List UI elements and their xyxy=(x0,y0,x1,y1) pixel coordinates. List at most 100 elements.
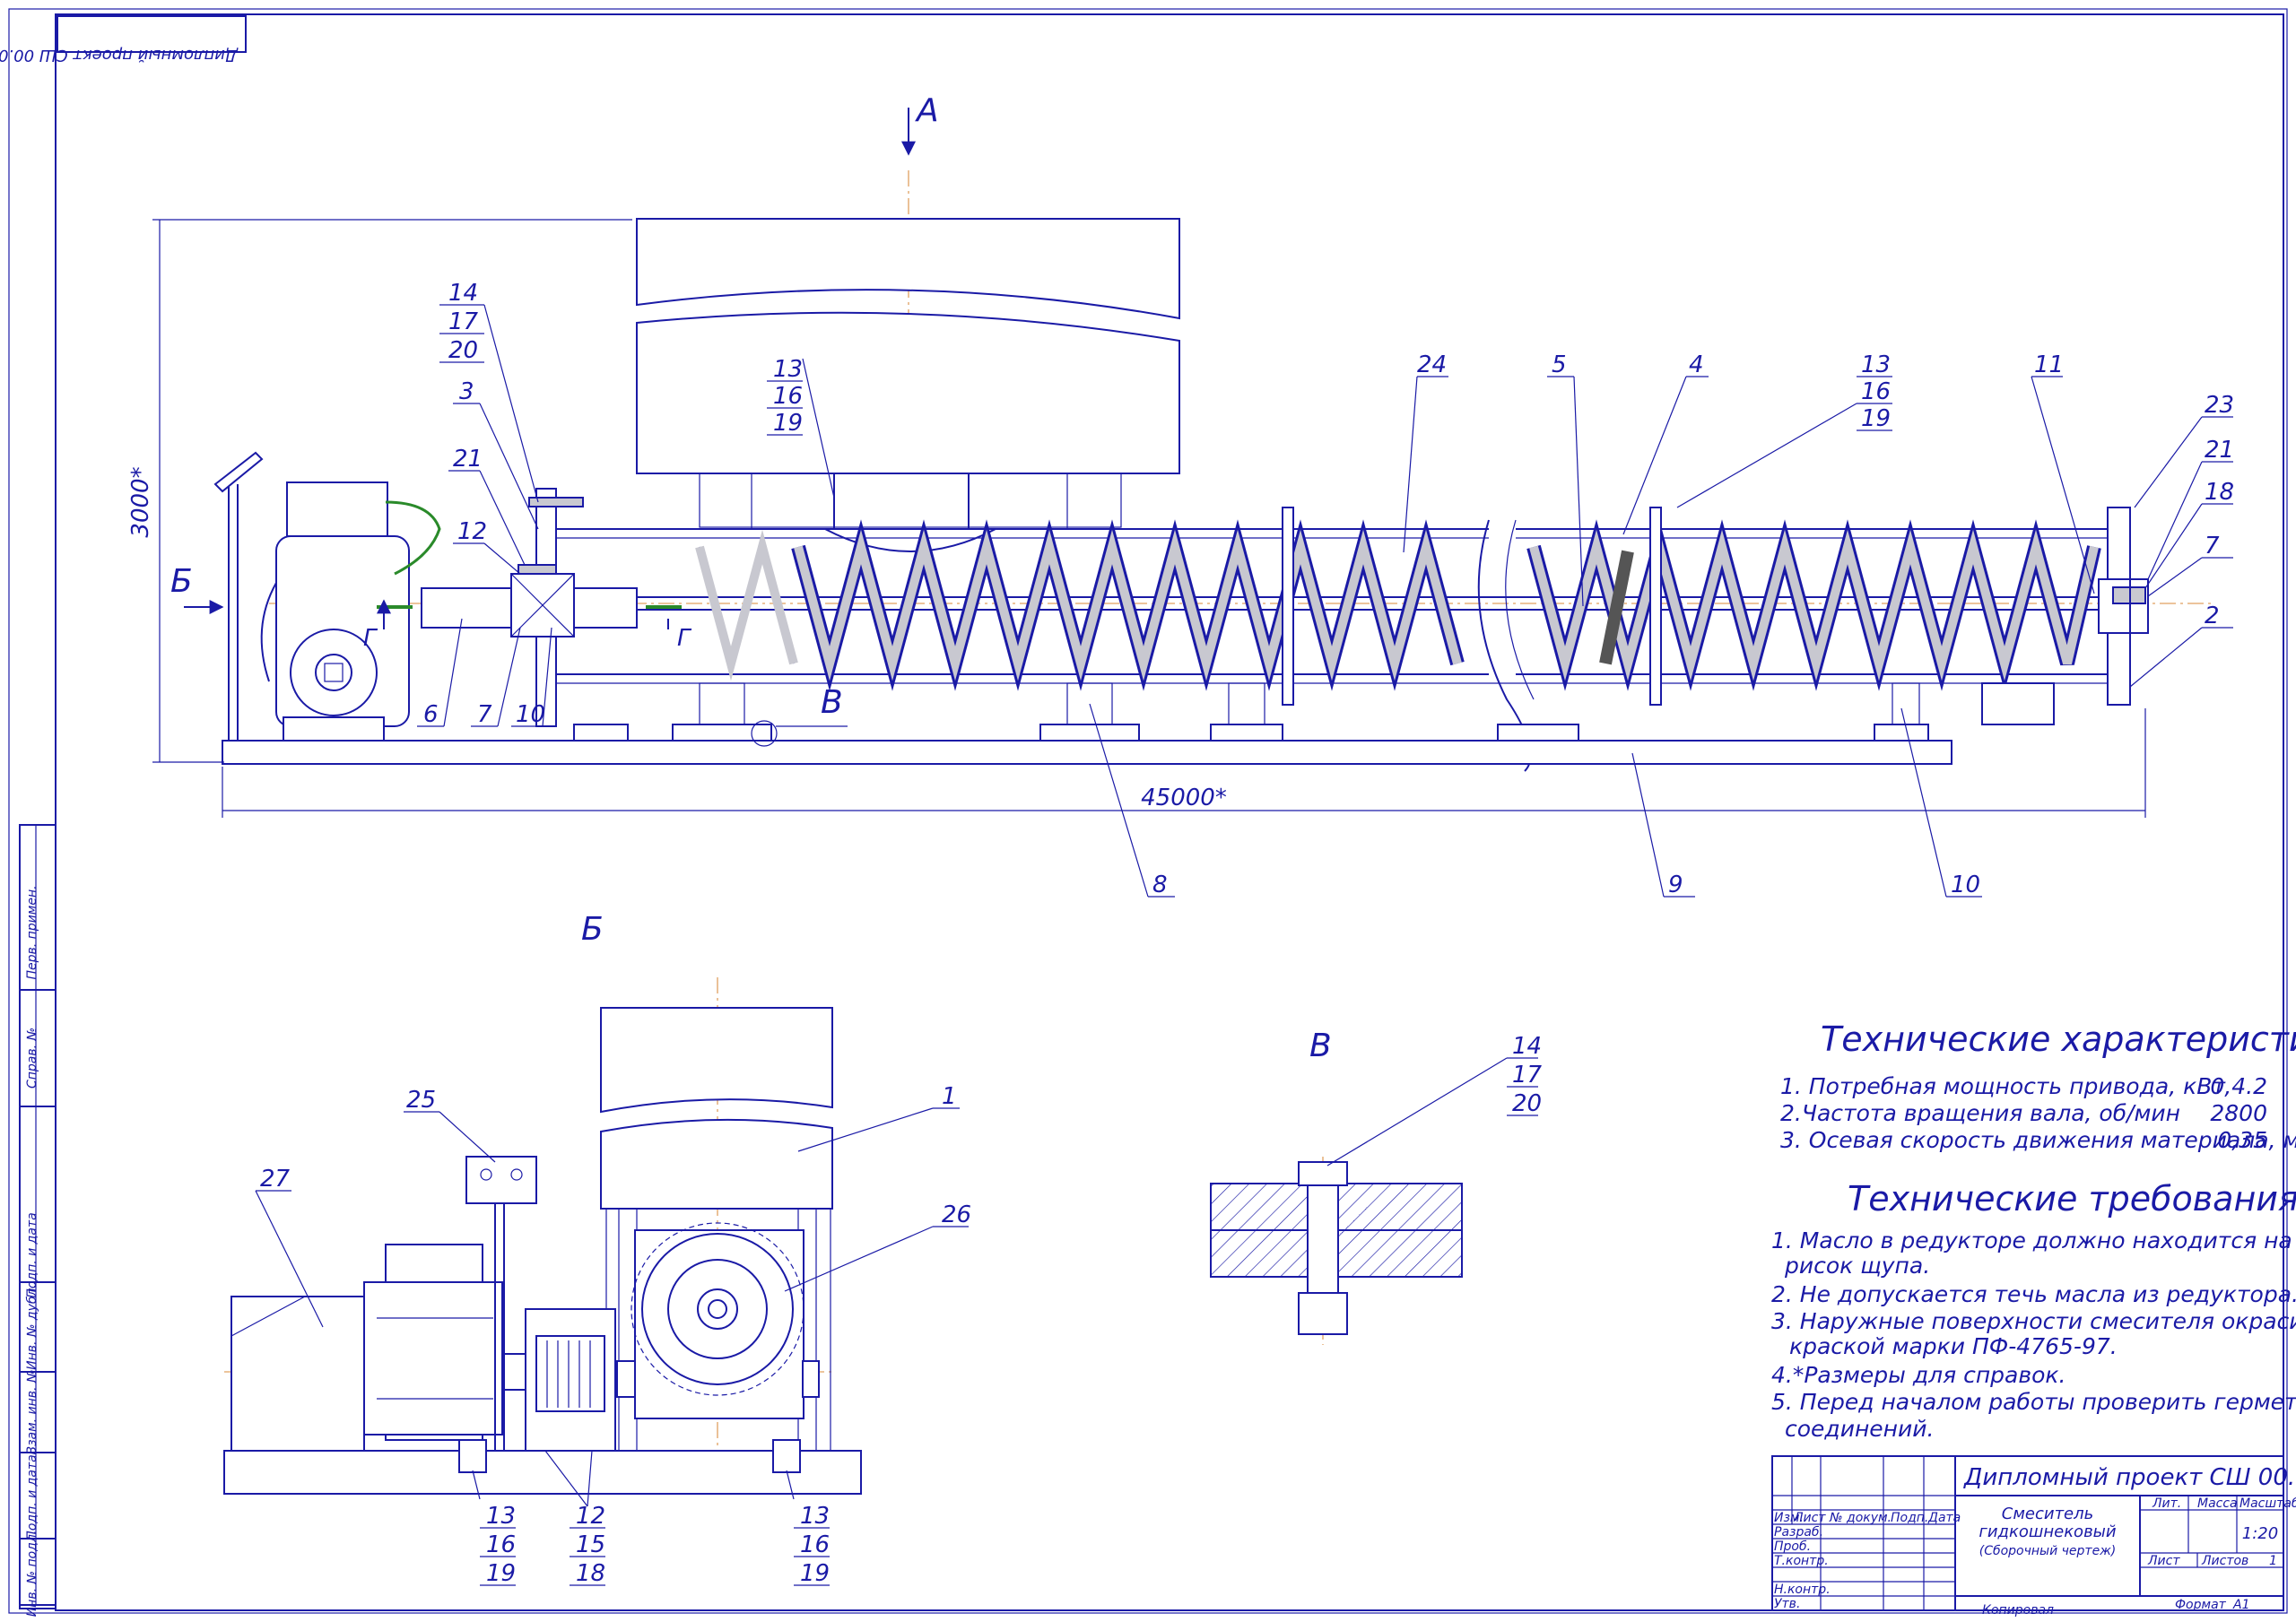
callout-12-vb: 12 xyxy=(576,1503,605,1530)
callout-19-right: 19 xyxy=(1861,405,1891,432)
callout-1: 1 xyxy=(942,1083,957,1110)
callout-7: 7 xyxy=(477,701,492,728)
tb-head-1: Лист xyxy=(1793,1511,1826,1525)
tb-format-value: А1 xyxy=(2232,1598,2249,1612)
tb-role-0: Разраб. xyxy=(1774,1525,1823,1540)
callout-18-vb: 18 xyxy=(576,1560,605,1587)
hopper xyxy=(636,218,1180,552)
callout-13-right: 13 xyxy=(1861,351,1891,378)
callout-6: 6 xyxy=(423,701,439,728)
screw-casing xyxy=(556,519,2126,772)
tech-char-item-2: 3. Осевая скорость движения материала, м… xyxy=(1780,1127,2296,1153)
view-v-title: В xyxy=(1309,1028,1332,1064)
tb-copied: Копировал xyxy=(1982,1603,2054,1618)
title-block: Изм. Лист № докум. Подп. Дата Разраб. Пр… xyxy=(1771,1455,2296,1618)
callout-14: 14 xyxy=(448,280,478,307)
side-stamp-3: Инв. № дубл. xyxy=(25,1284,39,1370)
tb-role-1: Проб. xyxy=(1774,1540,1811,1554)
callout-10: 10 xyxy=(516,701,545,728)
tech-req-line-6: 5. Перед началом работы проверить гермет… xyxy=(1771,1389,2296,1415)
tech-char-title: Технические характеристики: xyxy=(1821,1019,2296,1059)
callout-20-vv: 20 xyxy=(1512,1090,1542,1117)
callout-16-right: 16 xyxy=(1861,378,1891,405)
tech-req-line-7: соединений. xyxy=(1785,1416,1934,1442)
tb-role-2: Т.контр. xyxy=(1774,1554,1829,1568)
tech-char-value-1: 2800 xyxy=(2210,1100,2267,1126)
callout-10-bottom: 10 xyxy=(1951,872,1980,898)
callout-21-right: 21 xyxy=(2205,437,2234,464)
view-arrow-v: В xyxy=(821,684,843,721)
section-g-left: Г xyxy=(363,625,378,652)
tech-characteristics: Технические характеристики: 1. Потребная… xyxy=(1780,1019,2296,1153)
dim-length: 45000* xyxy=(1141,785,1227,811)
view-arrow-b: Б xyxy=(170,563,193,600)
callout-19-vb-left: 19 xyxy=(486,1560,516,1587)
side-stamp-2: Подп. и дата xyxy=(25,1212,39,1297)
side-stamps: Перв. примен. Справ. № Подп. и дата Инв.… xyxy=(19,824,57,1618)
callout-23: 23 xyxy=(2205,392,2234,419)
callout-20: 20 xyxy=(448,337,478,364)
callout-26: 26 xyxy=(942,1201,971,1228)
mirrored-stamp: Дипломный проект СШ 00.00.СБ xyxy=(0,15,247,65)
callout-4: 4 xyxy=(1689,351,1704,378)
tech-req-title: Технические требования: xyxy=(1848,1179,2296,1219)
callout-21: 21 xyxy=(453,446,483,473)
tb-sheet: Лист xyxy=(2147,1554,2180,1568)
side-stamp-5: Подп. и дата xyxy=(25,1454,39,1540)
callout-5: 5 xyxy=(1552,351,1567,378)
motor-drive xyxy=(213,451,441,742)
callout-16-top: 16 xyxy=(773,383,803,410)
callout-16-vb-left: 16 xyxy=(486,1531,516,1558)
tb-role-5: Утв. xyxy=(1774,1597,1800,1611)
callout-7-right: 7 xyxy=(2205,533,2220,559)
callout-25: 25 xyxy=(406,1087,436,1114)
view-b: Б xyxy=(223,911,971,1587)
tb-scale: 1:20 xyxy=(2242,1524,2278,1543)
tb-scale-label: Масштаб xyxy=(2239,1496,2296,1511)
tech-char-value-0: 0,4.2 xyxy=(2210,1073,2267,1099)
dimensions: 3000* 45000* xyxy=(127,219,2146,818)
tb-sheets-count: 1 xyxy=(2269,1554,2277,1568)
side-stamp-4: Взам. инв. № xyxy=(25,1369,39,1454)
callout-24: 24 xyxy=(1417,351,1447,378)
tech-req-line-5: 4.*Размеры для справок. xyxy=(1771,1362,2066,1388)
callout-17: 17 xyxy=(448,308,479,335)
screw-flights xyxy=(695,519,2101,691)
tb-head-0: Изм. xyxy=(1774,1511,1804,1525)
callout-19-vb-right: 19 xyxy=(800,1560,830,1587)
main-view: А xyxy=(127,92,2234,898)
mirrored-stamp-text: Дипломный проект СШ 00.00.СБ xyxy=(0,46,239,65)
tech-req-line-3: 3. Наружные поверхности смесителя окраси… xyxy=(1771,1308,2296,1334)
tech-req-line-1: рисок щупа. xyxy=(1784,1253,1930,1279)
side-stamp-6: Инв. № подл. xyxy=(25,1531,39,1618)
callout-13-top: 13 xyxy=(773,356,803,383)
tb-format: Формат xyxy=(2175,1598,2227,1612)
tech-char-item-1: 2.Частота вращения вала, об/мин xyxy=(1780,1100,2180,1126)
tech-requirements: Технические требования: 1. Масло в редук… xyxy=(1771,1179,2296,1442)
callout-13-vb-left: 13 xyxy=(486,1503,516,1530)
view-arrow-a: А xyxy=(915,92,939,129)
callout-27: 27 xyxy=(260,1166,291,1193)
tb-role-4: Н.контр. xyxy=(1774,1583,1831,1597)
tb-project: Дипломный проект СШ 00.00.СБ xyxy=(1963,1464,2296,1491)
tech-req-line-0: 1. Масло в редукторе должно находится на… xyxy=(1771,1227,2296,1253)
tech-req-line-4: краской марки ПФ-4765-97. xyxy=(1789,1333,2118,1359)
callout-13-vb-right: 13 xyxy=(800,1503,830,1530)
tb-head-4: Дата xyxy=(1927,1511,1961,1525)
callout-16-vb-right: 16 xyxy=(800,1531,830,1558)
tb-lit: Лит. xyxy=(2152,1496,2181,1511)
callout-18: 18 xyxy=(2205,479,2234,506)
tb-name-1: Смеситель xyxy=(2002,1505,2094,1523)
tb-mass: Масса xyxy=(2197,1496,2238,1511)
callout-3: 3 xyxy=(459,378,474,405)
view-v: В 14 17 20 xyxy=(1210,1028,1543,1345)
callout-12: 12 xyxy=(457,518,487,545)
callout-8: 8 xyxy=(1152,872,1168,898)
tb-name-3: (Сборочный чертеж) xyxy=(1979,1544,2117,1558)
side-stamp-0: Перв. примен. xyxy=(25,885,39,979)
tech-char-value-2: 0,35 xyxy=(2217,1127,2267,1153)
callout-14-vv: 14 xyxy=(1512,1033,1542,1060)
tb-head-2: № докум. xyxy=(1829,1511,1892,1525)
tb-sheets: Листов xyxy=(2201,1554,2248,1568)
